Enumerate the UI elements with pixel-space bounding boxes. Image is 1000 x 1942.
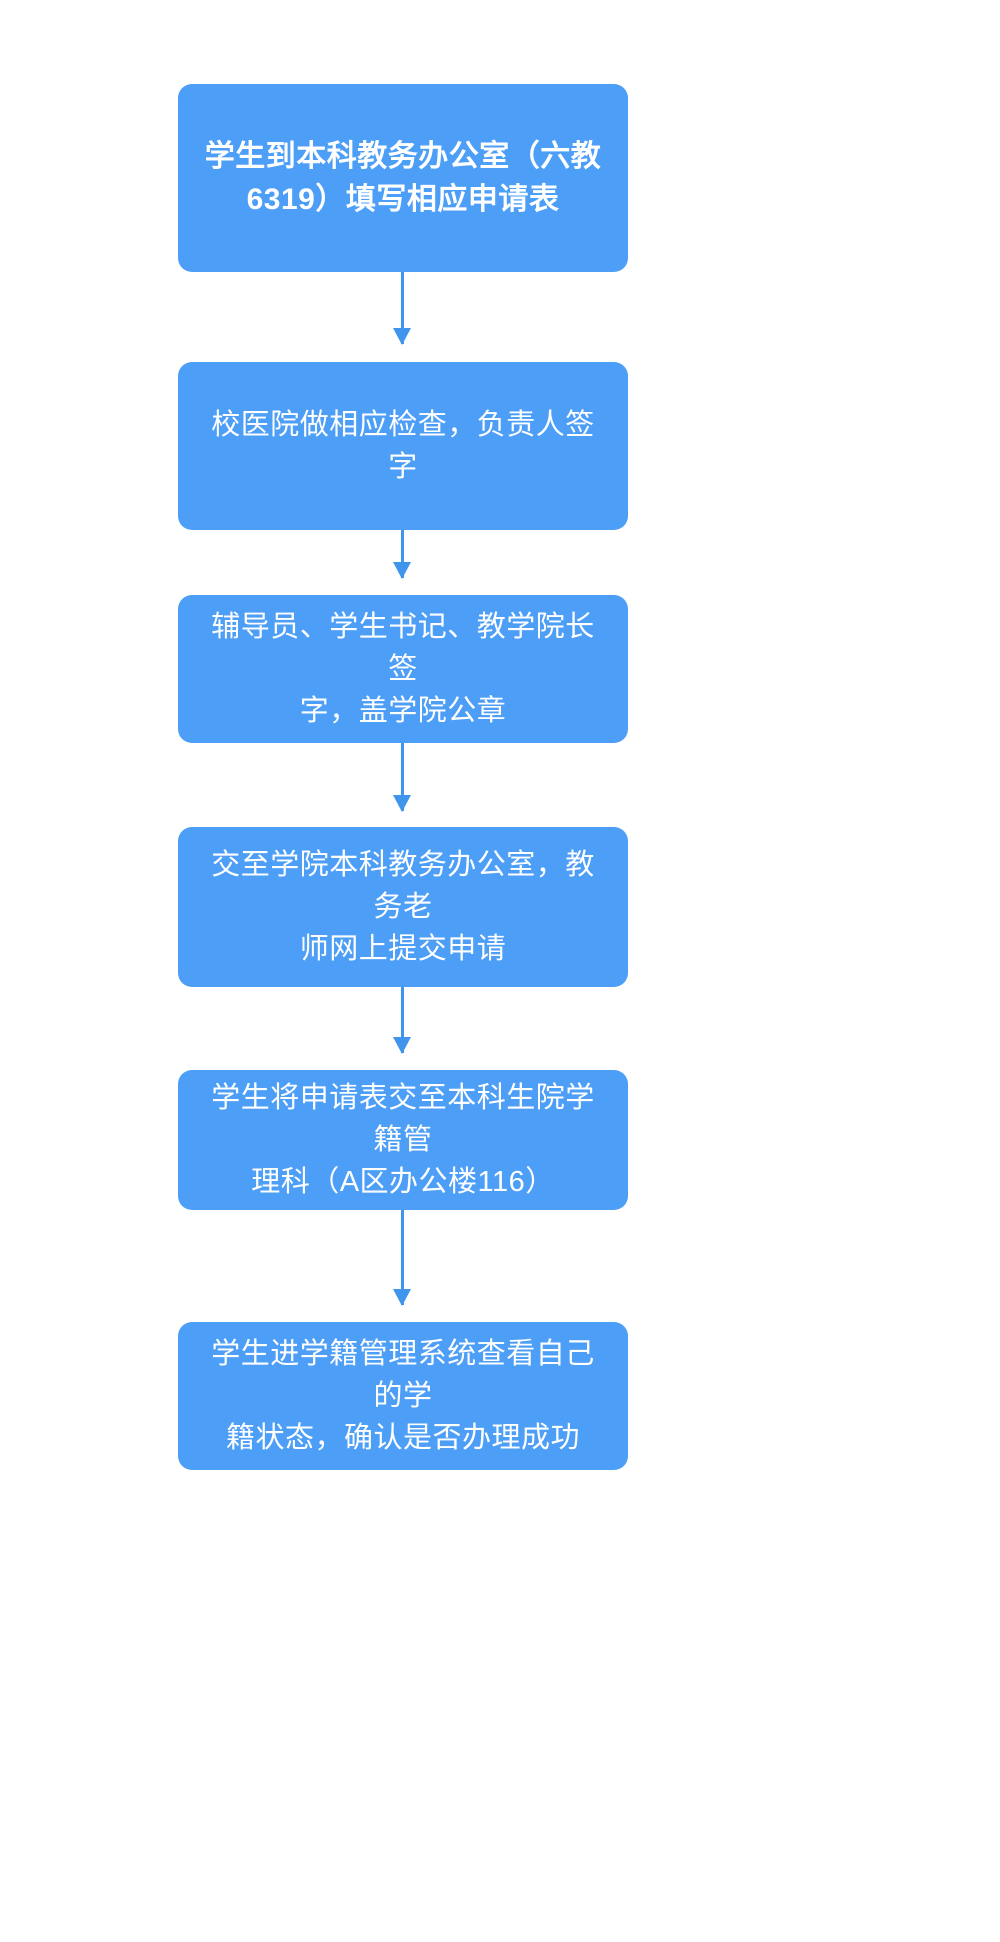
arrow-down-icon [393,562,411,579]
flow-node-step-2[interactable]: 校医院做相应检查，负责人签字 [178,362,628,530]
flow-node-label: 辅导员、学生书记、教学院长签 字，盖学院公章 [211,610,595,728]
flow-node-label: 交至学院本科教务办公室，教务老 师网上提交申请 [211,848,595,966]
arrow-line [401,743,404,811]
flow-node-label: 学生进学籍管理系统查看自己的学 籍状态，确认是否办理成功 [211,1337,595,1455]
flow-node-label: 学生将申请表交至本科生院学籍管 理科（A区办公楼116） [211,1081,595,1199]
flow-node-step-5[interactable]: 学生将申请表交至本科生院学籍管 理科（A区办公楼116） [178,1070,628,1210]
flow-node-step-3[interactable]: 辅导员、学生书记、教学院长签 字，盖学院公章 [178,595,628,743]
flow-node-step-6[interactable]: 学生进学籍管理系统查看自己的学 籍状态，确认是否办理成功 [178,1322,628,1470]
arrow-line [401,1210,404,1305]
flow-node-label: 学生到本科教务办公室（六教 6319）填写相应申请表 [204,139,602,217]
flow-arrow-step-3-to-step-4 [393,743,411,812]
arrow-down-icon [393,795,411,812]
arrow-line [401,272,404,344]
flow-node-step-4[interactable]: 交至学院本科教务办公室，教务老 师网上提交申请 [178,827,628,987]
arrow-line [401,987,404,1053]
flow-arrow-step-5-to-step-6 [393,1210,411,1306]
flow-arrow-step-1-to-step-2 [393,272,411,345]
flow-arrow-step-4-to-step-5 [393,987,411,1054]
arrow-down-icon [393,1289,411,1306]
arrow-down-icon [393,328,411,345]
arrow-line [401,530,404,578]
flow-node-step-1[interactable]: 学生到本科教务办公室（六教 6319）填写相应申请表 [178,84,628,272]
flow-arrow-step-2-to-step-3 [393,530,411,579]
arrow-down-icon [393,1037,411,1054]
flow-node-label: 校医院做相应检查，负责人签字 [211,408,595,483]
